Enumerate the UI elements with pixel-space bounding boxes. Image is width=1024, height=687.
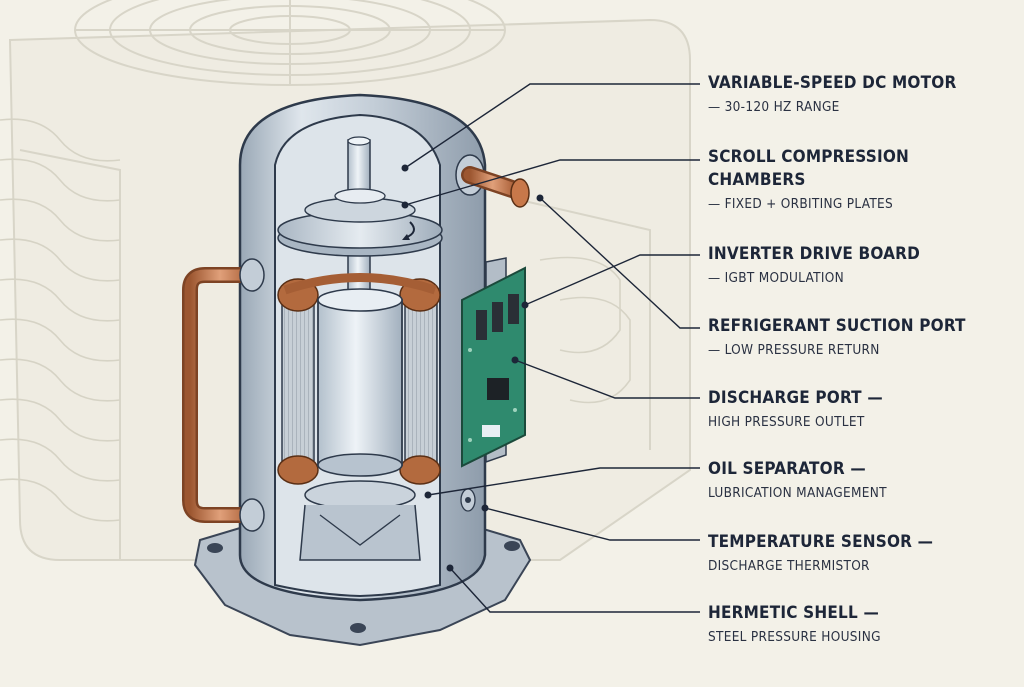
mount-hole [350,623,366,633]
callout-discharge-port: DISCHARGE PORT — HIGH PRESSURE OUTLET [708,387,1018,432]
callout-scroll-chambers: SCROLL COMPRESSION CHAMBERS — FIXED + OR… [708,146,1018,214]
leader-lines [401,83,700,613]
tube-fitting [239,498,265,532]
callout-hermetic-shell: HERMETIC SHELL — STEEL PRESSURE HOUSING [708,602,1018,647]
oil-separator [299,480,421,561]
callout-subtitle: STEEL PRESSURE HOUSING [708,629,881,645]
callout-temperature-sensor: TEMPERATURE SENSOR — DISCHARGE THERMISTO… [708,531,1018,576]
callout-subtitle: — IGBT MODULATION [708,270,844,286]
temperature-sensor [460,488,476,512]
condenser-coil-fins [0,118,631,522]
callout-subtitle: — 30-120 HZ RANGE [708,99,840,115]
mount-hole [207,543,223,553]
callout-subtitle: DISCHARGE THERMISTOR [708,558,870,574]
callout-inverter: INVERTER DRIVE BOARD — IGBT MODULATION [708,243,1018,288]
callout-title: INVERTER DRIVE BOARD [708,244,921,264]
callout-title: DISCHARGE PORT — [708,388,883,408]
inverter-drive-board [461,257,526,468]
callout-title: REFRIGERANT SUCTION PORT [708,316,966,336]
callout-subtitle: LUBRICATION MANAGEMENT [708,485,887,501]
motor-stator [277,273,441,485]
callout-title: HERMETIC SHELL — [708,603,879,623]
callout-title: TEMPERATURE SENSOR — [708,532,934,552]
tube-fitting [239,258,265,292]
callout-title: SCROLL COMPRESSION CHAMBERS [708,147,910,190]
callout-title: VARIABLE-SPEED DC MOTOR [708,73,957,93]
callout-oil-separator: OIL SEPARATOR — LUBRICATION MANAGEMENT [708,458,1018,503]
mount-hole [504,541,520,551]
callout-subtitle: — FIXED + ORBITING PLATES [708,196,894,212]
callout-subtitle: HIGH PRESSURE OUTLET [708,414,865,430]
callout-title: OIL SEPARATOR — [708,459,866,479]
motor-rotor [317,288,403,477]
callout-suction-port: REFRIGERANT SUCTION PORT — LOW PRESSURE … [708,315,1018,360]
callout-subtitle: — LOW PRESSURE RETURN [708,342,880,358]
discharge-tube [455,154,530,208]
callout-motor: VARIABLE-SPEED DC MOTOR — 30-120 HZ RANG… [708,72,1018,117]
scroll-plates [277,188,443,257]
